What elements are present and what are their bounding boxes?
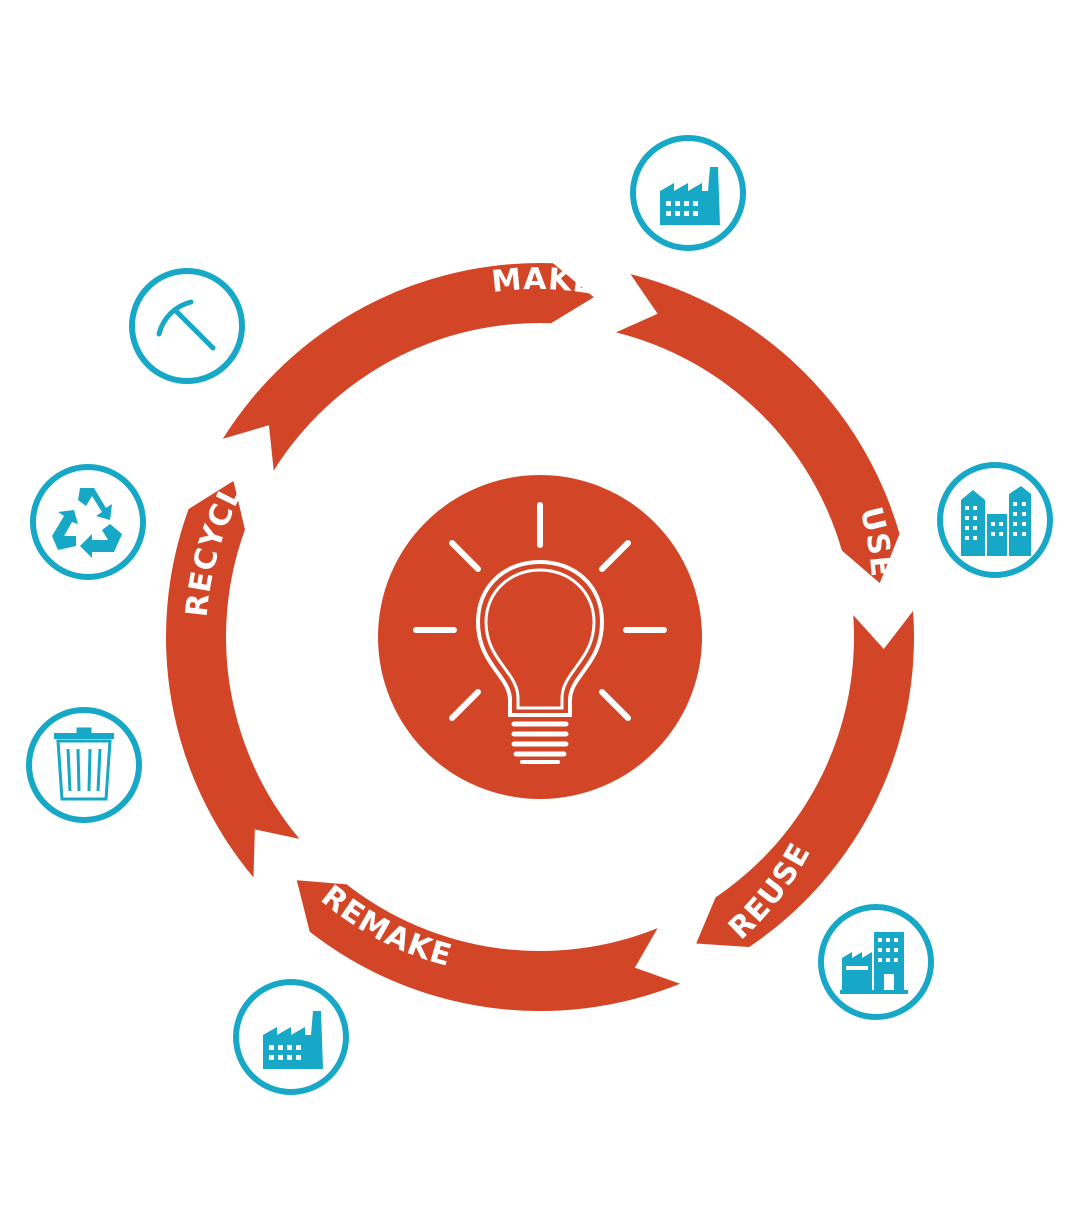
center-circle — [378, 475, 702, 799]
factory-icon — [233, 979, 349, 1095]
ring-segment-remake — [296, 880, 681, 1011]
ring-segment-recycle — [165, 480, 300, 878]
badges — [26, 135, 1053, 1095]
city-buildings-icon — [937, 462, 1053, 578]
factory-office-icon — [818, 904, 934, 1020]
pickaxe-icon — [129, 268, 245, 384]
recycle-icon — [30, 464, 146, 580]
ring-segment-make — [222, 263, 594, 471]
ring-segment-reuse — [696, 610, 914, 948]
ring-segment-use — [615, 274, 900, 584]
segment-label-make: MAKE — [490, 262, 597, 302]
cycle-ring — [165, 263, 914, 1011]
factory-icon — [630, 135, 746, 251]
center-hub — [378, 475, 702, 799]
trash-bin-icon — [26, 707, 142, 823]
lightbulb-icon — [413, 502, 667, 764]
